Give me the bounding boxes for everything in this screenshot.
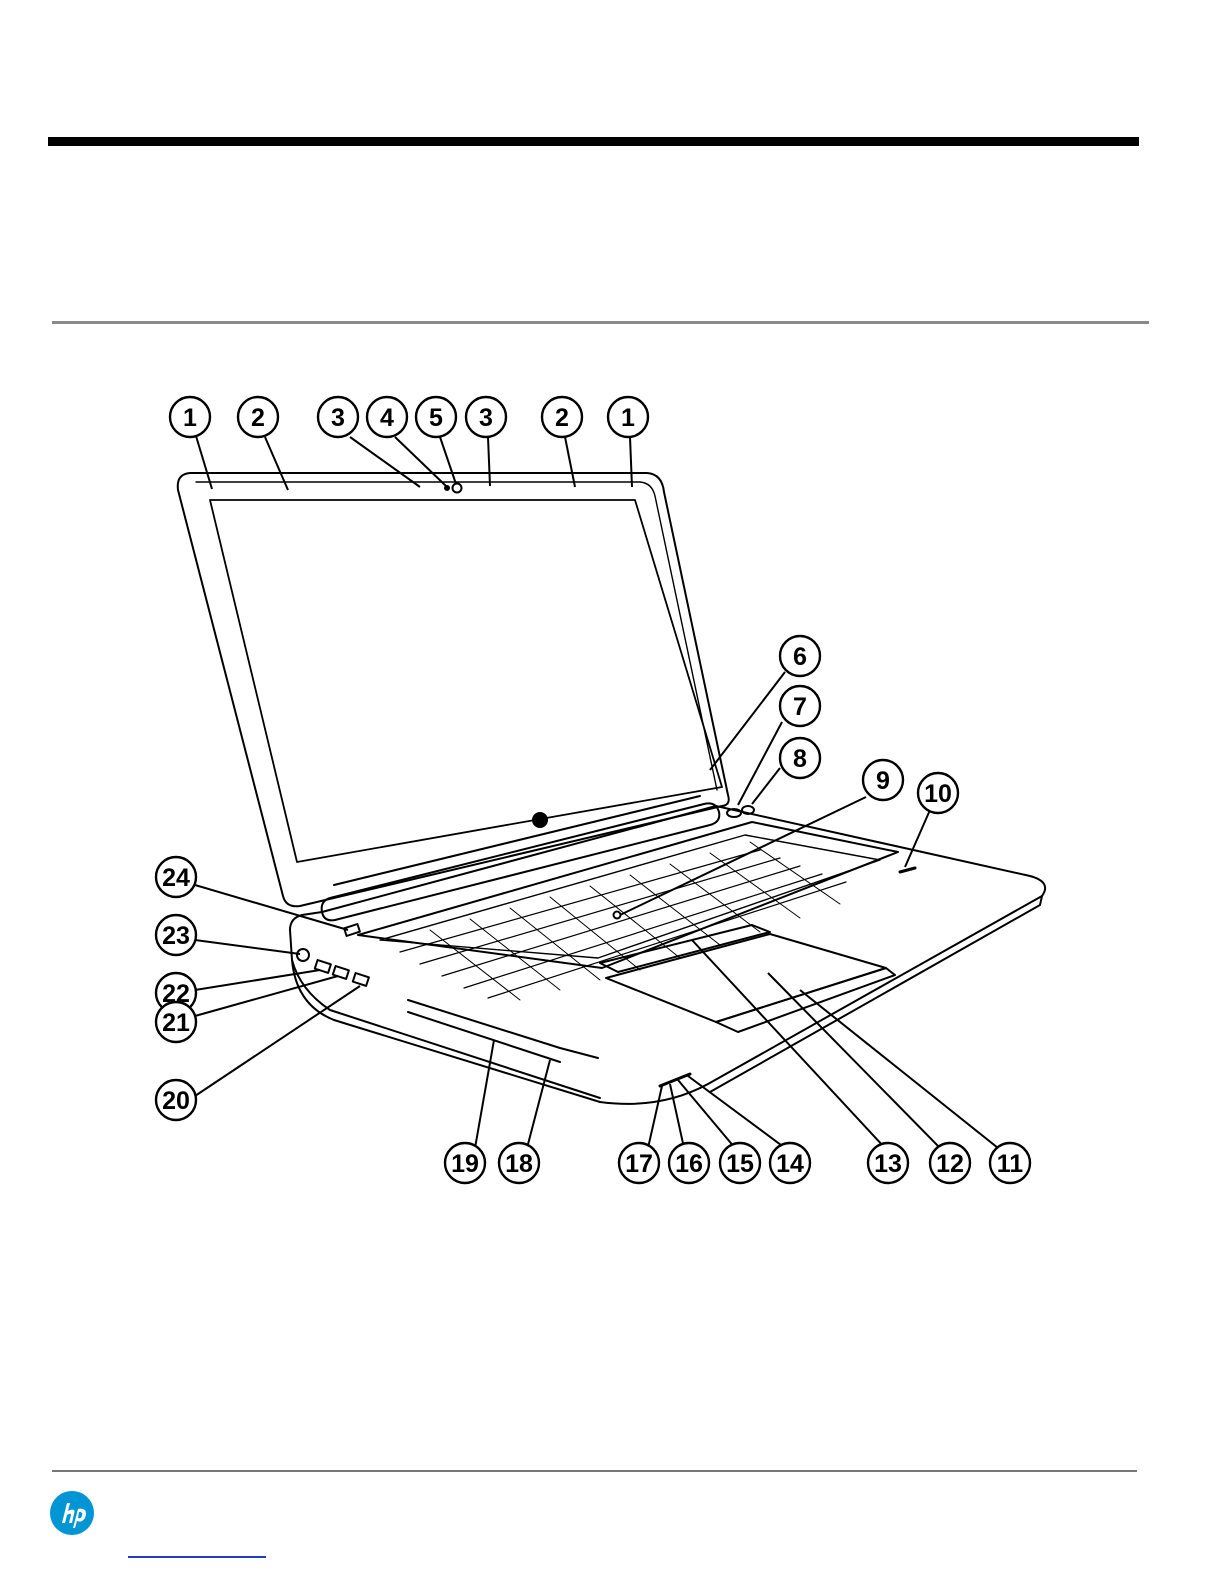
callout-label-15: 15 bbox=[726, 1150, 754, 1178]
laptop-base bbox=[290, 806, 1045, 1104]
callout-label-24: 24 bbox=[162, 864, 190, 892]
callout-label-4: 4 bbox=[380, 404, 394, 432]
callout-label-3a: 3 bbox=[331, 404, 345, 432]
callout-label-1a: 1 bbox=[183, 404, 197, 432]
callout-label-17: 17 bbox=[625, 1150, 653, 1178]
footer-rule bbox=[52, 1470, 1137, 1472]
callout-label-5: 5 bbox=[429, 404, 443, 432]
power-connector bbox=[297, 949, 309, 961]
callout-label-20: 20 bbox=[162, 1087, 190, 1115]
callout-label-8: 8 bbox=[793, 745, 807, 773]
webcam bbox=[453, 484, 462, 493]
fingerprint-reader bbox=[900, 868, 915, 872]
optical-drive bbox=[408, 1000, 598, 1058]
display-screen bbox=[210, 500, 722, 862]
callout-label-2a: 2 bbox=[251, 404, 265, 432]
front-lights bbox=[660, 1074, 690, 1086]
callout-label-14: 14 bbox=[776, 1150, 804, 1178]
footer-link-underline[interactable] bbox=[128, 1556, 266, 1558]
callout-label-19: 19 bbox=[451, 1150, 479, 1178]
callout-label-11: 11 bbox=[997, 1150, 1024, 1178]
usb-port-3 bbox=[353, 973, 369, 986]
callout-label-13: 13 bbox=[874, 1150, 902, 1178]
lower-touchpad-buttons bbox=[716, 968, 895, 1032]
lid-logo bbox=[533, 813, 547, 827]
webcam-light bbox=[445, 486, 449, 490]
callout-label-6: 6 bbox=[793, 643, 807, 671]
callout-label-10: 10 bbox=[924, 780, 952, 808]
callout-label-7: 7 bbox=[793, 693, 807, 721]
callout-label-9: 9 bbox=[876, 767, 890, 795]
callout-label-2b: 2 bbox=[555, 404, 569, 432]
keyboard-area bbox=[358, 822, 898, 968]
callout-label-22: 22 bbox=[162, 980, 190, 1008]
callout-label-12: 12 bbox=[936, 1150, 964, 1178]
callout-label-21: 21 bbox=[162, 1009, 190, 1037]
callout-label-18: 18 bbox=[505, 1150, 533, 1178]
callout-label-16: 16 bbox=[675, 1150, 703, 1178]
callout-label-1b: 1 bbox=[621, 404, 635, 432]
hp-logo bbox=[49, 1490, 95, 1536]
touchpad bbox=[606, 934, 886, 1022]
pointing-stick bbox=[614, 912, 621, 919]
callout-label-23: 23 bbox=[162, 922, 190, 950]
callout-label-3b: 3 bbox=[479, 404, 493, 432]
